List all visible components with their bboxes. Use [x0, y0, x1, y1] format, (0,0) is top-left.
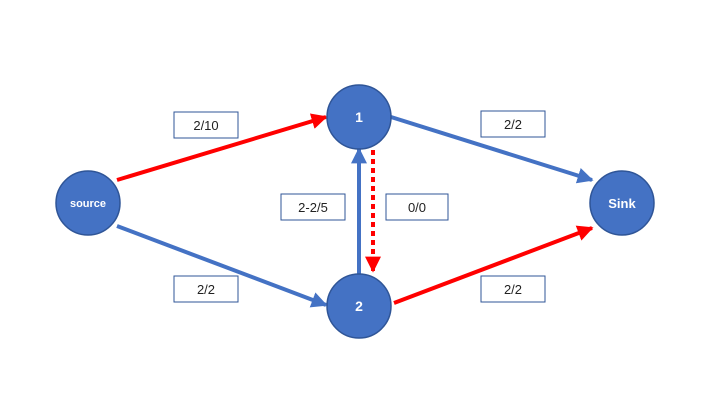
edge-label-text: 2/10 — [193, 118, 218, 133]
edge-labels-layer: 2/10 2/2 2/2 2/2 2-2/5 0/0 — [173, 110, 546, 303]
edges-layer — [116, 113, 594, 308]
node-label-sink: Sink — [608, 196, 636, 211]
edge-label-text: 2/2 — [504, 282, 522, 297]
nodes-layer: source 1 2 Sink — [55, 84, 655, 339]
edge-label-1-to-sink: 2/2 — [480, 110, 546, 138]
edge-label-1-to-2-residual: 0/0 — [385, 193, 449, 221]
node-label-2: 2 — [355, 298, 363, 314]
node-sink: Sink — [589, 170, 655, 236]
edge-label-2-to-sink: 2/2 — [480, 275, 546, 303]
edge-label-source-to-1: 2/10 — [173, 111, 239, 139]
edge-label-text: 2-2/5 — [298, 200, 328, 215]
edge-2-to-sink — [393, 225, 594, 305]
edge-label-text: 2/2 — [197, 282, 215, 297]
edge-1-to-sink — [390, 115, 594, 184]
node-source: source — [55, 170, 121, 236]
edge-label-text: 0/0 — [408, 200, 426, 215]
node-1: 1 — [326, 84, 392, 150]
node-label-source: source — [70, 198, 106, 210]
node-2: 2 — [326, 273, 392, 339]
edge-source-to-2 — [116, 224, 328, 308]
edge-label-text: 2/2 — [504, 117, 522, 132]
node-label-1: 1 — [355, 109, 363, 125]
edge-source-to-1 — [116, 113, 328, 182]
edge-label-2-to-1: 2-2/5 — [280, 193, 346, 221]
edge-label-source-to-2: 2/2 — [173, 275, 239, 303]
